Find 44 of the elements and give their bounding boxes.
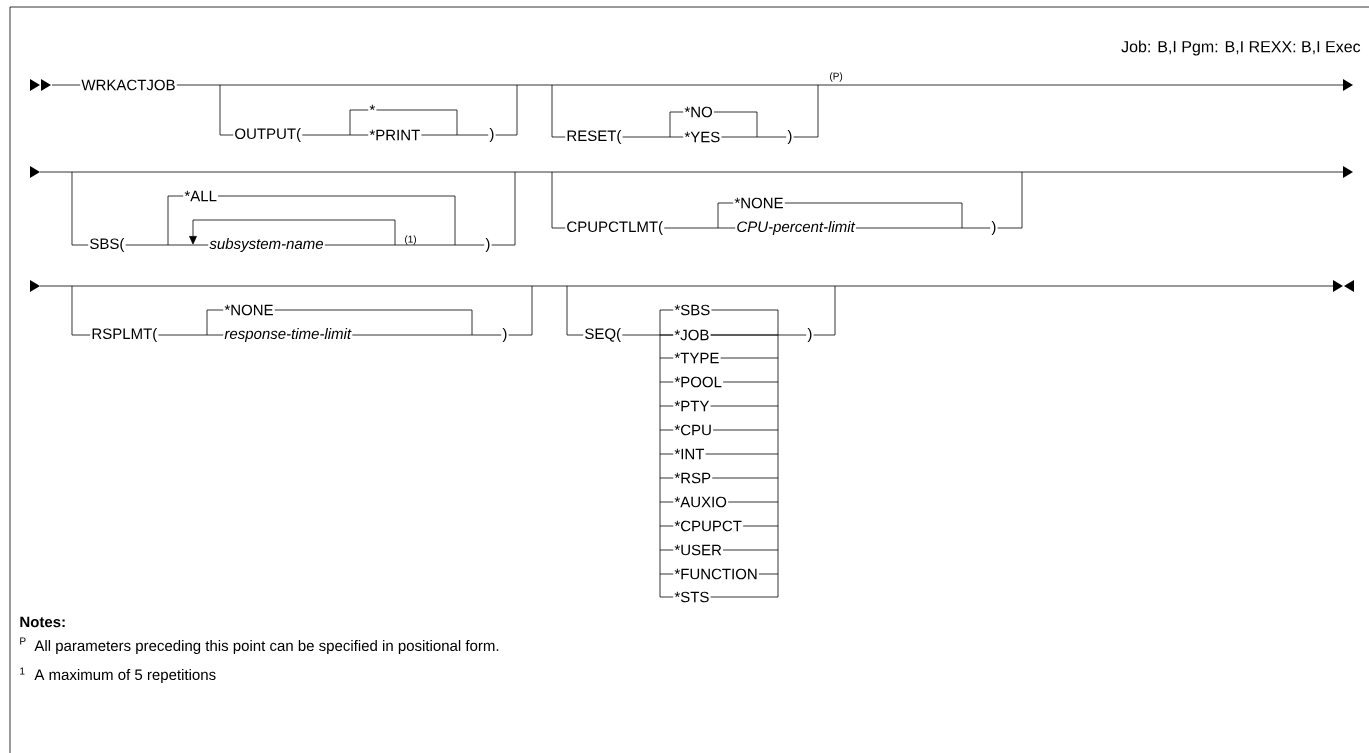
parameter-value: *NONE: [223, 303, 275, 317]
parameter-value: *CPU: [673, 423, 714, 437]
parameter-value: *FUNCTION: [673, 567, 759, 581]
keyword: ): [806, 326, 814, 344]
parameter-value: *POOL: [673, 375, 724, 389]
parameter-value: *CPUPCT: [673, 519, 744, 533]
keyword: WRKACTJOB: [80, 78, 177, 92]
keyword: ): [990, 219, 998, 237]
parameter-value: *PRINT: [368, 128, 422, 142]
footnote-marker: P: [20, 637, 26, 645]
parameter-value: *USER: [673, 543, 724, 557]
parameter-value: *NO: [683, 105, 714, 119]
parameter-value: *TYPE: [673, 351, 721, 365]
environment-info: Job: B,I Pgm: B,I REXX: B,I Exec: [1121, 40, 1361, 56]
parameter-value: *INT: [673, 447, 706, 461]
keyword: ): [501, 326, 509, 344]
keyword: ): [484, 236, 492, 254]
note-text: A maximum of 5 repetitions: [34, 669, 216, 683]
variable-name: response-time-limit: [223, 326, 353, 344]
parameter-value: *: [368, 103, 377, 117]
keyword: ): [786, 128, 794, 146]
parameter-value: *PTY: [673, 399, 711, 413]
notes-heading: Notes:: [20, 616, 65, 628]
parameter-value: *AUXIO: [673, 495, 729, 509]
note-text: All parameters preceding this point can be specified in positional form.: [34, 640, 499, 654]
parameter-value: *RSP: [673, 471, 713, 485]
keyword: RESET(: [565, 128, 623, 146]
footnote-marker: 1: [20, 667, 25, 675]
keyword: SEQ(: [583, 326, 623, 344]
keyword: OUTPUT(: [233, 126, 303, 144]
keyword: SBS(: [88, 236, 126, 254]
parameter-value: *NONE: [733, 196, 785, 210]
keyword: RSPLMT(: [90, 326, 159, 344]
parameter-value: *ALL: [183, 189, 219, 203]
parameter-value: *SBS: [673, 303, 712, 317]
keyword: CPUPCTLMT(: [565, 219, 665, 237]
variable-name: CPU-percent-limit: [735, 219, 856, 237]
keyword: ): [488, 126, 496, 144]
footnote-marker: (P): [830, 72, 843, 82]
parameter-value: *JOB: [673, 328, 711, 342]
parameter-value: *STS: [673, 590, 711, 604]
variable-name: subsystem-name: [208, 236, 325, 254]
footnote-marker: (1): [405, 235, 416, 245]
parameter-value: *YES: [683, 130, 722, 144]
